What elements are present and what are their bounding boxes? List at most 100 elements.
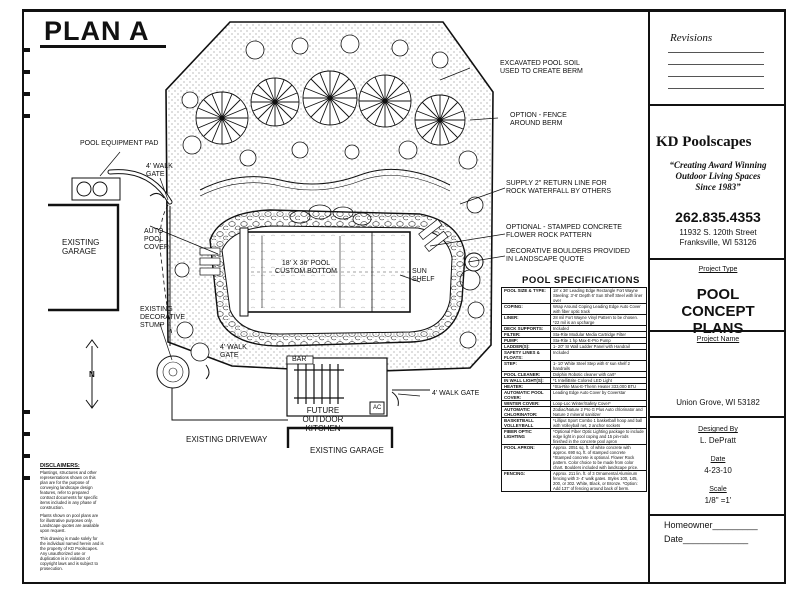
project-type-label: Project Type (698, 266, 738, 273)
spec-row: BASKETBALL VOLLEYBALL*Lilliput Sport Com… (501, 417, 647, 429)
spec-value: 28 mil Fort Wayne Vinyl Pattern to be ch… (550, 314, 647, 326)
spec-value: Approx. 211 lin. ft. of 3 Ornamental Alu… (550, 470, 647, 492)
disclaimer-p3: This drawing is made solely for the indi… (40, 536, 104, 571)
label-stump: EXISTING DECORATIVE STUMP (140, 306, 185, 329)
spec-key: POOL APRON: (501, 444, 551, 471)
designer-name: L. DePratt (699, 436, 736, 445)
ac-unit (369, 401, 385, 415)
spec-key: BASKETBALL VOLLEYBALL (501, 417, 551, 429)
homeowner-line: Homeowner_________ (664, 520, 758, 530)
label-existing-garage-bottom: EXISTING GARAGE (310, 446, 384, 455)
project-name-value: Union Grove, WI 53182 (676, 398, 760, 407)
spec-row: LINER:28 mil Fort Wayne Vinyl Pattern to… (501, 314, 647, 326)
spec-key: DECK SUPPORTS: (501, 325, 551, 332)
label-pool: 18' x 36' POOL CUSTOM BOTTOM (275, 260, 337, 275)
address-line-2: Franksville, WI 53126 (679, 238, 757, 247)
palm-trees (195, 70, 466, 146)
label-driveway: EXISTING DRIVEWAY (186, 435, 268, 444)
label-north: N (89, 370, 95, 379)
panel-divider (650, 514, 786, 516)
tagline-2: Outdoor Living Spaces (675, 171, 761, 181)
spec-row: SAFETY LINES & FLOATS:Included (501, 349, 647, 361)
spec-row: STEP:1- 10' White Steel Step with 6' sun… (501, 360, 647, 372)
company-logo: KD Poolscapes (656, 134, 751, 151)
spec-key: AUTOMATIC CHLORINATOR: (501, 406, 551, 418)
sheet-border (22, 10, 786, 584)
spec-row: COPING:Wrap Around Coping Leading Edge A… (501, 303, 647, 315)
label-equipment-pad: POOL EQUIPMENT PAD (80, 140, 159, 147)
label-existing-garage-left: EXISTING GARAGE (62, 238, 100, 256)
spec-row: FENCING:Approx. 211 lin. ft. of 3 Orname… (501, 470, 647, 492)
bar-counter (286, 355, 314, 365)
label-boulders: DECORATIVE BOULDERS PROVIDED IN LANDSCAP… (506, 248, 630, 263)
revisions-label: Revisions (670, 32, 713, 44)
patio-table (464, 252, 484, 272)
project-type-value: POOL CONCEPT PLANS (650, 286, 786, 337)
scale-label: Scale (709, 486, 727, 493)
spec-key: COPING: (501, 303, 551, 315)
panel-divider (650, 416, 786, 418)
decorative-stump (156, 355, 190, 389)
spec-value: Included (550, 349, 647, 361)
spec-row: POOL SIZE & TYPE:18' x 36' Leading Edge … (501, 287, 647, 304)
project-name-label: Project Name (696, 336, 740, 343)
shrubs (174, 34, 485, 362)
north-arrow (85, 339, 99, 409)
address-line-1: 11932 S. 120th Street (679, 228, 757, 237)
pergola-slats (294, 364, 344, 404)
project-type-line-1: POOL (696, 286, 740, 303)
spec-value: *Sta-Rite Max-E-Therm Heater 333,000 BTU (550, 383, 647, 390)
disclaimer-p1: Plantings, structures and other represen… (40, 470, 98, 510)
label-kitchen: FUTURE OUTDOOR KITCHEN (302, 406, 344, 433)
label-supply: SUPPLY 2" RETURN LINE FOR ROCK WATERFALL… (506, 180, 612, 195)
disclaimer-p2: Plants shown on pool plans are for illus… (40, 513, 100, 533)
spec-key: FENCING: (501, 470, 551, 492)
spec-value: Approx. 2051 sq. ft. of white concrete w… (550, 444, 647, 471)
spec-value: 18' x 36' Leading Edge Rectangle Fort Wa… (550, 287, 647, 304)
project-type-line-3: PLANS (692, 320, 744, 337)
date-value: 4-23-10 (704, 466, 732, 475)
specs-heading: POOL SPECIFICATIONS (522, 275, 640, 286)
company-phone: 262.835.4353 (675, 209, 761, 225)
spec-value: *Lilliput Sport Combo 1 basketball hoop … (550, 417, 647, 429)
label-bar: BAR (292, 356, 307, 363)
fence-line (169, 206, 430, 421)
panel-divider (650, 330, 786, 332)
tagline-1: “Creating Award Winning (669, 160, 767, 170)
disclaimer-heading: DISCLAIMERS: (40, 463, 80, 469)
revision-line (668, 76, 764, 77)
spec-key: FIBER OPTIC LIGHTING (501, 428, 551, 445)
scale-value: 1/8" =1' (704, 496, 732, 505)
specs-table: POOL SIZE & TYPE:18' x 36' Leading Edge … (501, 287, 647, 492)
spec-value: Zodiac/Nature 2 Pro G Plus Auto chlorina… (550, 406, 647, 418)
date-label: Date (710, 456, 726, 463)
company-name: KD Poolscapes (656, 134, 752, 150)
plan-title-underline (40, 45, 166, 48)
spec-key: SAFETY LINES & FLOATS: (501, 349, 551, 361)
west-walkway (159, 204, 173, 336)
spec-row: FIBER OPTIC LIGHTING*Optional Fiber Opti… (501, 428, 647, 445)
planting-bed-edge (199, 168, 451, 191)
label-walk-gate-top: 4' WALK GATE (146, 163, 173, 178)
leader-lines (99, 67, 506, 397)
label-excavated: EXCAVATED POOL SOIL USED TO CREATE BERM (500, 60, 583, 75)
spec-key: POOL SIZE & TYPE: (501, 287, 551, 304)
label-fence: OPTION - FENCE AROUND BERM (510, 112, 567, 127)
spec-key: AUTOMATIC POOL COVER: (501, 389, 551, 401)
garage-bottom-outline (286, 426, 394, 448)
panel-divider (650, 104, 786, 106)
label-stamped: OPTIONAL - STAMPED CONCRETE FLOWER ROCK … (506, 224, 622, 239)
lounge-chairs (199, 218, 449, 276)
label-sun-shelf: SUN SHELF (412, 268, 435, 283)
tagline-3: Since 1983” (695, 182, 741, 192)
label-ac: AC (373, 405, 382, 411)
pool-body (244, 231, 411, 313)
revision-line (668, 88, 764, 89)
spec-value: Leading Edge Auto Cover by Coverstar (550, 389, 647, 401)
spec-row: AUTOMATIC CHLORINATOR:Zodiac/Nature 2 Pr… (501, 406, 647, 418)
disclaimers: DISCLAIMERS: Plantings, structures and o… (40, 463, 104, 571)
gate-symbols (149, 192, 399, 407)
garage-left-outline (48, 203, 120, 312)
label-auto-cover: AUTO POOL COVER (144, 228, 169, 251)
